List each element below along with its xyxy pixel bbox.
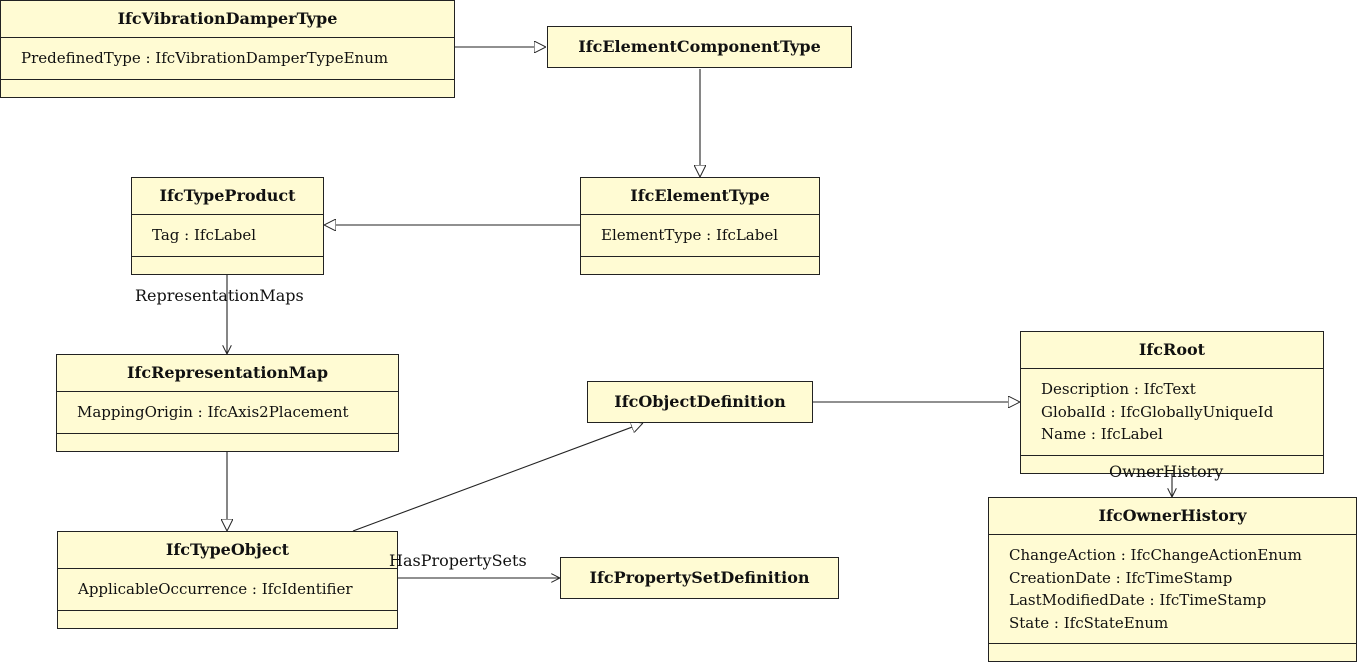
class-operations xyxy=(58,609,397,628)
class-operations xyxy=(1,78,454,97)
class-attribute: CreationDate : IfcTimeStamp xyxy=(1009,568,1233,587)
class-attributes: PredefinedType : IfcVibrationDamperTypeE… xyxy=(1,37,454,79)
class-attribute: ChangeAction : IfcChangeActionEnum xyxy=(1009,546,1302,564)
edge-label-has-property-sets: HasPropertySets xyxy=(389,551,527,570)
class-name: IfcElementType xyxy=(630,186,770,205)
edge-label-representation-maps: RepresentationMaps xyxy=(135,286,304,305)
class-box-representation-map[interactable]: IfcRepresentationMap MappingOrigin : Ifc… xyxy=(56,354,399,452)
class-operations xyxy=(1021,454,1323,473)
class-attribute: MappingOrigin : IfcAxis2Placement xyxy=(77,403,349,421)
class-box-type-object[interactable]: IfcTypeObject ApplicableOccurrence : Ifc… xyxy=(57,531,398,629)
class-attribute: PredefinedType : IfcVibrationDamperTypeE… xyxy=(21,49,389,67)
class-attribute: ApplicableOccurrence : IfcIdentifier xyxy=(78,580,353,598)
class-attribute: Description : IfcText xyxy=(1041,380,1196,398)
class-name: IfcObjectDefinition xyxy=(614,392,786,411)
class-operations xyxy=(132,255,323,274)
class-name: IfcPropertySetDefinition xyxy=(589,568,810,587)
class-box-property-set-definition[interactable]: IfcPropertySetDefinition xyxy=(560,557,839,599)
class-operations xyxy=(57,432,398,451)
class-attribute: State : IfcStateEnum xyxy=(1009,613,1169,632)
class-box-root[interactable]: IfcRoot Description : IfcText GlobalId :… xyxy=(1020,331,1324,474)
class-attribute: ElementType : IfcLabel xyxy=(601,226,779,244)
class-name: IfcTypeObject xyxy=(165,540,290,559)
class-attribute: GlobalId : IfcGloballyUniqueId xyxy=(1041,402,1274,421)
class-name: IfcOwnerHistory xyxy=(1098,506,1247,525)
edge-label-owner-history: OwnerHistory xyxy=(1109,462,1224,481)
class-box-element-type[interactable]: IfcElementType ElementType : IfcLabel xyxy=(580,177,820,275)
class-attribute: LastModifiedDate : IfcTimeStamp xyxy=(1009,591,1267,609)
class-box-element-component-type[interactable]: IfcElementComponentType xyxy=(547,26,852,68)
class-box-type-product[interactable]: IfcTypeProduct Tag : IfcLabel xyxy=(131,177,324,275)
class-name: IfcRepresentationMap xyxy=(127,363,328,382)
class-attributes: MappingOrigin : IfcAxis2Placement xyxy=(57,391,398,433)
class-attribute: Name : IfcLabel xyxy=(1041,425,1163,443)
class-operations xyxy=(989,643,1356,661)
class-attributes: Tag : IfcLabel xyxy=(132,214,323,256)
class-attribute: Tag : IfcLabel xyxy=(152,226,257,244)
class-attributes: Description : IfcText GlobalId : IfcGlob… xyxy=(1021,368,1323,455)
class-box-object-definition[interactable]: IfcObjectDefinition xyxy=(587,381,813,423)
generalization-typeobject-to-objectdefinition xyxy=(352,423,643,532)
class-box-vibration-damper-type[interactable]: IfcVibrationDamperType PredefinedType : … xyxy=(0,0,455,98)
class-attributes: ElementType : IfcLabel xyxy=(581,214,819,256)
class-attributes: ChangeAction : IfcChangeActionEnum Creat… xyxy=(989,534,1356,643)
class-operations xyxy=(581,255,819,274)
class-name: IfcElementComponentType xyxy=(578,37,821,56)
class-name: IfcTypeProduct xyxy=(159,186,296,205)
class-name: IfcRoot xyxy=(1138,340,1206,359)
class-box-owner-history[interactable]: IfcOwnerHistory ChangeAction : IfcChange… xyxy=(988,497,1357,662)
class-attributes: ApplicableOccurrence : IfcIdentifier xyxy=(58,568,397,610)
class-name: IfcVibrationDamperType xyxy=(117,9,338,28)
